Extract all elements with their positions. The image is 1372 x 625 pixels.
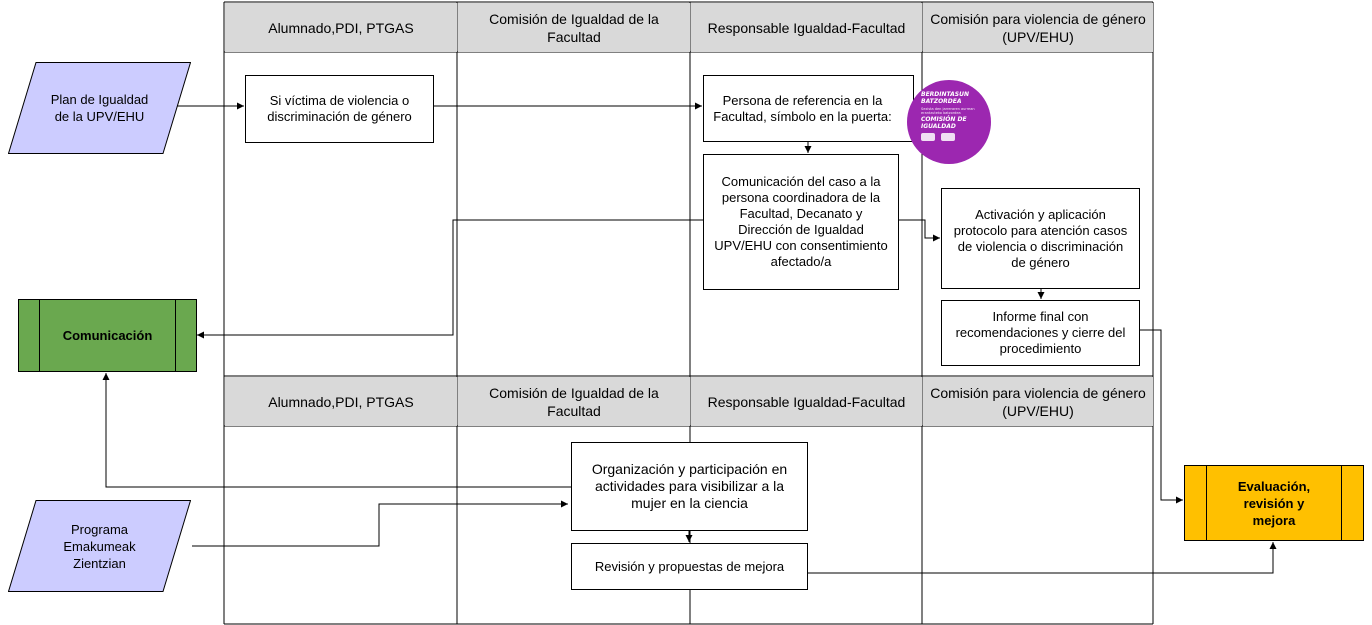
badge-subtitle: Sexista den jarreraren aurrean erantzute… xyxy=(921,107,975,115)
arrow-revision-to-evaluacion xyxy=(807,542,1277,574)
comunicacion-box: Comunicación xyxy=(18,299,197,372)
comunicacion-label: Comunicación xyxy=(62,328,153,343)
step-activacion-protocolo: Activación y aplicación protocolo para a… xyxy=(941,188,1140,289)
step-informe-final: Informe final con recomendaciones y cier… xyxy=(941,300,1140,366)
arrow-organizacion-to-comunicacion xyxy=(102,373,571,488)
parallelogram-shape xyxy=(8,62,191,154)
lane-header-comision-violencia-bottom: Comisión para violencia de género (UPV/E… xyxy=(923,377,1153,426)
lane-header-comision-violencia: Comisión para violencia de género (UPV/E… xyxy=(923,3,1153,52)
upv-ehu-logo-icon xyxy=(921,133,935,141)
berdintasun-badge: BERDINTASUN BATZORDEA Sexista den jarrer… xyxy=(907,80,991,164)
lane-header-responsable: Responsable Igualdad-Facultad xyxy=(691,3,922,52)
faculty-logo-icon xyxy=(941,133,955,141)
badge-title2: COMISIÓN DE IGUALDAD xyxy=(921,116,967,130)
lane-header-alumnado-bottom: Alumnado,PDI, PTGAS xyxy=(225,377,457,426)
input-plan-label: Plan de Igualdad de la UPV/EHU xyxy=(50,92,149,124)
lane-header-comision-igualdad-bottom: Comisión de Igualdad de la Facultad xyxy=(458,377,690,426)
arrow-caso-to-activacion xyxy=(899,219,940,242)
step-comunicacion-caso: Comunicación del caso a la persona coord… xyxy=(703,154,899,290)
input-programa-label: Programa Emakumeak Zientzian xyxy=(63,521,136,571)
step-victima: Si víctima de violencia o discriminación… xyxy=(245,75,434,143)
evaluacion-box: Evaluación, revisión y mejora xyxy=(1184,465,1364,541)
lane-header-alumnado: Alumnado,PDI, PTGAS xyxy=(225,3,457,52)
connectors xyxy=(102,102,1277,574)
input-programa-emakumeak: Programa Emakumeak Zientzian xyxy=(8,500,191,592)
arrow-caso-to-comunicacion xyxy=(197,219,703,339)
step-organizacion: Organización y participación en activida… xyxy=(571,442,808,531)
lane-header-responsable-bottom: Responsable Igualdad-Facultad xyxy=(691,377,922,426)
step-revision: Revisión y propuestas de mejora xyxy=(571,543,808,590)
badge-title: BERDINTASUN BATZORDEA xyxy=(921,91,970,105)
input-plan-igualdad: Plan de Igualdad de la UPV/EHU xyxy=(8,62,191,154)
arrow-programa-to-organizacion xyxy=(192,500,568,547)
step-persona-referencia: Persona de referencia en la Facultad, sí… xyxy=(703,75,914,142)
badge-logos xyxy=(921,133,983,141)
parallelogram-shape xyxy=(8,500,191,592)
evaluacion-label: Evaluación, revisión y mejora xyxy=(1237,478,1311,528)
lane-header-comision-igualdad: Comisión de Igualdad de la Facultad xyxy=(458,3,690,52)
arrow-informe-to-evaluacion xyxy=(1139,329,1183,504)
